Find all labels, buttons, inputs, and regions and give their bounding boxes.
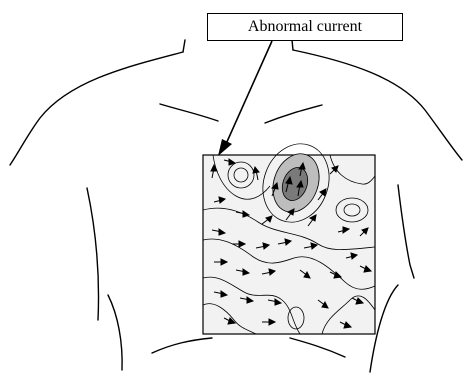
neck-right-line (292, 40, 293, 50)
abnormal-current-label: Abnormal current (207, 13, 403, 41)
left-collarbone (160, 104, 218, 121)
left-rib-line (152, 338, 212, 353)
pointer-arrow (218, 41, 272, 156)
right-shoulder-line (293, 50, 462, 160)
current-map (203, 134, 375, 334)
right-rib-line (290, 338, 345, 357)
pointer-arrow-shaft (226, 41, 272, 144)
neck-left-line (183, 40, 185, 52)
abnormal-current-label-text: Abnormal current (248, 18, 362, 36)
left-lower-side (108, 295, 122, 370)
pointer-arrow-head (218, 139, 232, 156)
left-arm-line (87, 188, 99, 320)
left-shoulder-line (10, 52, 183, 165)
right-arm-line (398, 185, 414, 278)
right-collarbone (265, 105, 322, 123)
